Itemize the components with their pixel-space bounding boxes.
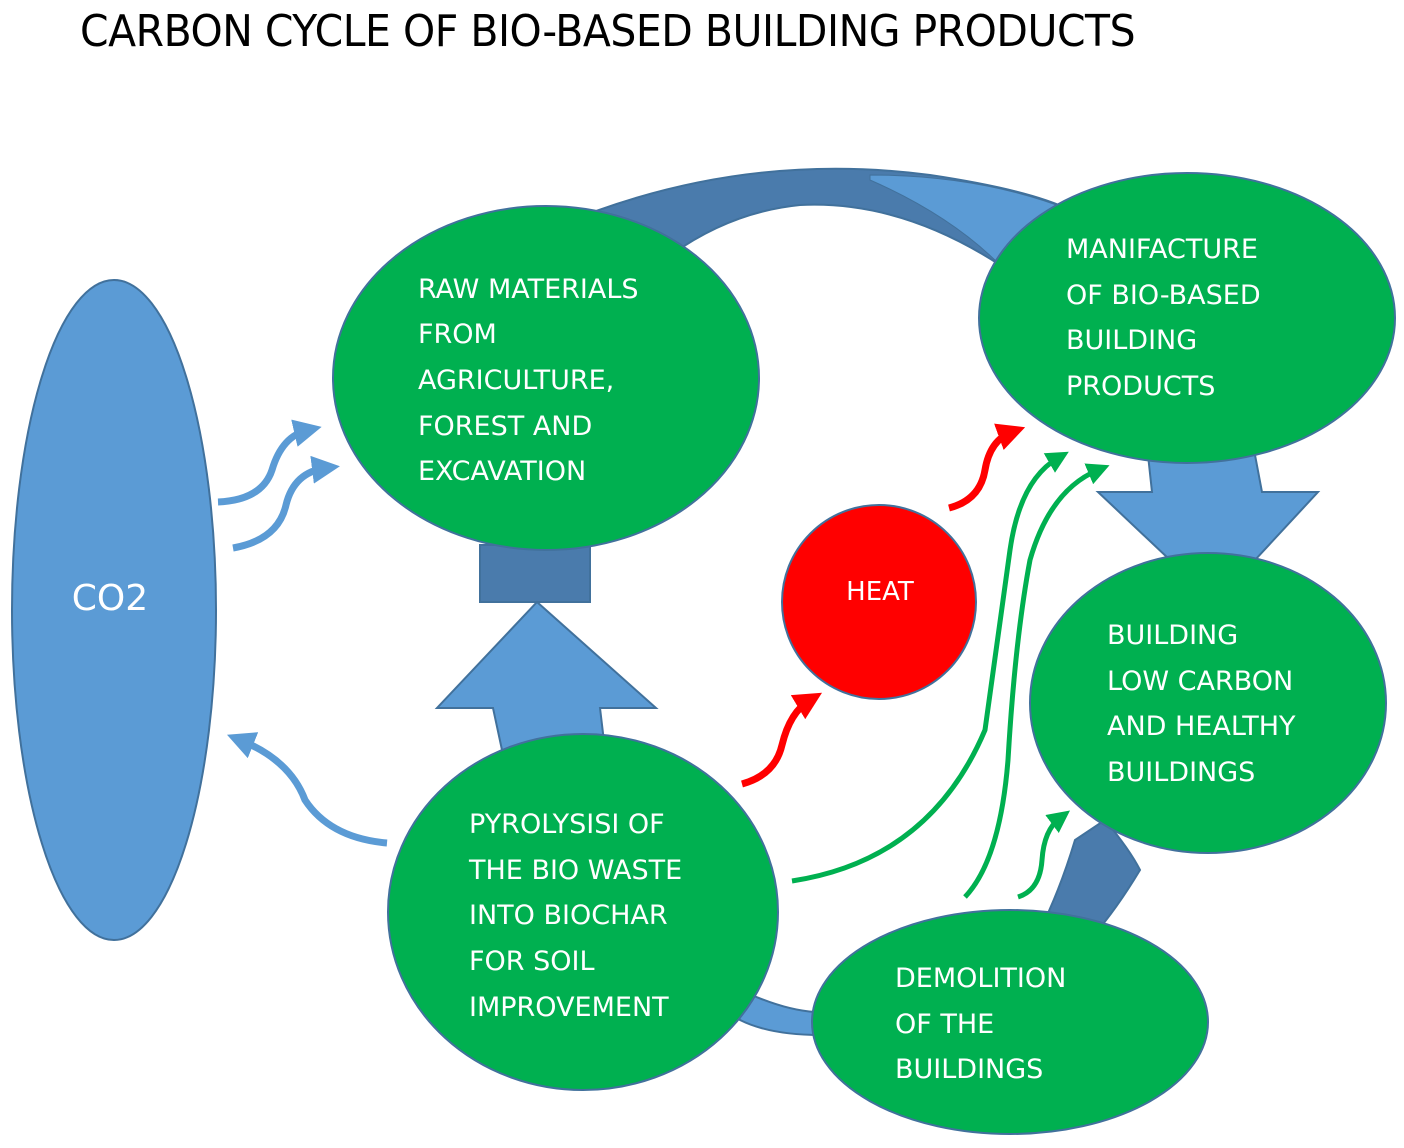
pyrolysis-line: IMPROVEMENT xyxy=(469,992,669,1023)
raw-materials-line: FOREST AND xyxy=(418,411,592,442)
building-line: AND HEALTHY xyxy=(1107,711,1296,742)
building-line: BUILDING xyxy=(1107,620,1238,651)
pyrolysis-line: INTO BIOCHAR xyxy=(469,900,668,931)
pyrolysis-line: THE BIO WASTE xyxy=(468,855,682,886)
heat-node xyxy=(781,504,977,700)
co2-to-raw-arrow-2 xyxy=(232,455,340,552)
demolition-node xyxy=(811,909,1209,1135)
heat-label: HEAT xyxy=(846,577,914,607)
demolition-label: DEMOLITION OF THE BUILDINGS xyxy=(895,963,1075,1085)
raw-materials-line: EXCAVATION xyxy=(418,456,586,487)
pyrolysis-to-manufacture-arrow xyxy=(791,451,1069,884)
pyrolysis-line: FOR SOIL xyxy=(469,946,595,977)
pyrolysis-line: PYROLYSISI OF xyxy=(469,809,665,840)
demolition-to-manufacture-arrow xyxy=(963,463,1110,899)
raw-materials-line: RAW MATERIALS xyxy=(418,274,639,305)
raw-materials-line: FROM xyxy=(418,319,497,350)
co2-to-raw-arrow-1 xyxy=(217,419,322,506)
building-node xyxy=(1029,552,1387,854)
demolition-to-building-arrow xyxy=(1017,810,1070,900)
raw-materials-line: AGRICULTURE, xyxy=(418,365,614,396)
pyrolysis-to-heat-arrow xyxy=(740,692,823,788)
pyrolysis-label: PYROLYSISI OF THE BIO WASTE INTO BIOCHAR… xyxy=(468,809,691,1023)
heat-to-manufacture-arrow xyxy=(947,423,1026,512)
raw-materials-node xyxy=(332,205,760,551)
manufacture-line: BUILDING xyxy=(1066,325,1197,356)
co2-label: CO2 xyxy=(72,578,148,619)
pyrolysis-node xyxy=(387,733,779,1091)
manufacture-line: MANIFACTURE xyxy=(1066,234,1258,265)
demolition-line: DEMOLITION xyxy=(895,963,1066,994)
manufacture-line: OF BIO-BASED xyxy=(1066,280,1261,311)
cycle-arrow-up xyxy=(434,600,659,751)
pyrolysis-to-co2-arrow xyxy=(227,732,388,847)
demolition-line: BUILDINGS xyxy=(895,1054,1043,1085)
building-line: LOW CARBON xyxy=(1107,666,1293,697)
demolition-line: OF THE xyxy=(895,1009,994,1040)
cycle-arrow-up-stem xyxy=(479,544,591,603)
building-line: BUILDINGS xyxy=(1107,757,1255,788)
manufacture-node xyxy=(978,172,1396,464)
building-label: BUILDING LOW CARBON AND HEALTHY BUILDING… xyxy=(1107,620,1304,788)
diagram-title: CARBON CYCLE OF BIO-BASED BUILDING PRODU… xyxy=(80,6,1136,57)
manufacture-label: MANIFACTURE OF BIO-BASED BUILDING PRODUC… xyxy=(1066,234,1269,402)
manufacture-line: PRODUCTS xyxy=(1066,371,1215,402)
co2-node xyxy=(11,279,217,941)
raw-materials-label: RAW MATERIALS FROM AGRICULTURE, FOREST A… xyxy=(418,274,647,487)
cycle-arrow-down xyxy=(1095,454,1321,561)
